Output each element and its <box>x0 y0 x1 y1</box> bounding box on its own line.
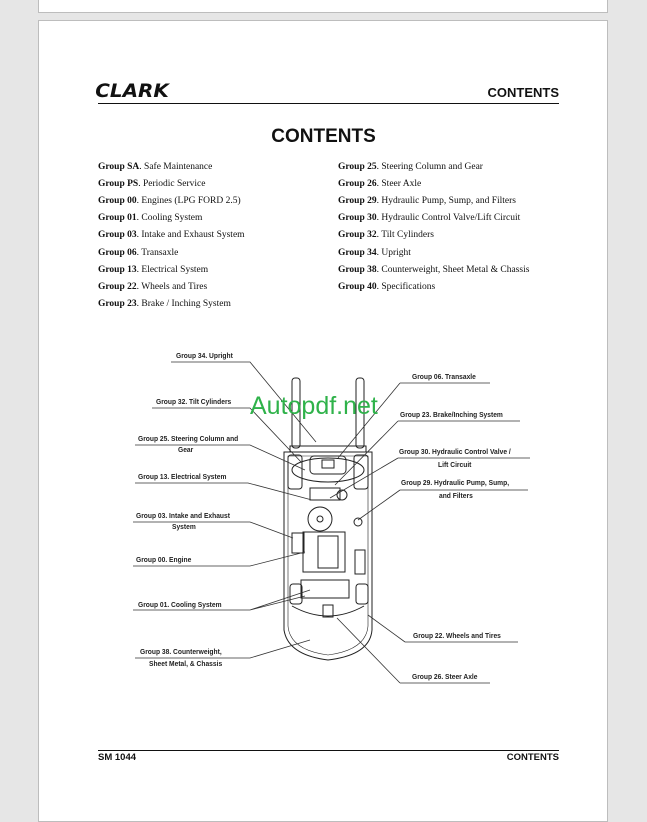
toc-group-title: . Periodic Service <box>138 179 206 190</box>
toc-entry[interactable]: Group 25. Steering Column and Gear <box>338 162 483 172</box>
toc-group-title: . Specifications <box>376 281 436 292</box>
toc-group-title: . Engines (LPG FORD 2.5) <box>136 196 241 207</box>
header-section-title: CONTENTS <box>487 85 560 100</box>
toc-entry[interactable]: Group SA. Safe Maintenance <box>98 162 212 172</box>
toc-group-number: Group SA <box>98 162 140 172</box>
toc-entry[interactable]: Group 29. Hydraulic Pump, Sump, and Filt… <box>338 196 516 206</box>
toc-group-title: . Steering Column and Gear <box>376 162 483 172</box>
label-steer-axle: Group 26. Steer Axle <box>412 672 478 681</box>
toc-group-number: Group 13 <box>98 264 137 275</box>
label-cooling: Group 01. Cooling System <box>138 600 222 609</box>
footer-section: CONTENTS <box>506 752 559 763</box>
watermark: Autopdf.net <box>250 392 378 420</box>
label-engine: Group 00. Engine <box>136 555 192 564</box>
toc-entry[interactable]: Group 23. Brake / Inching System <box>98 299 231 309</box>
toc-entry[interactable]: Group 32. Tilt Cylinders <box>338 230 434 240</box>
toc-group-number: Group 00 <box>98 196 137 207</box>
footer-rule <box>98 750 559 751</box>
label-wheels: Group 22. Wheels and Tires <box>413 631 501 640</box>
toc-entry[interactable]: Group 22. Wheels and Tires <box>98 282 207 292</box>
footer-manual-number: SM 1044 <box>98 752 137 763</box>
toc-group-number: Group 25 <box>338 162 377 172</box>
toc-group-number: Group 34 <box>338 247 377 258</box>
toc-group-title: . Counterweight, Sheet Metal & Chassis <box>376 264 530 275</box>
label-steering-column-line2: Gear <box>178 445 194 454</box>
toc-group-number: Group 06 <box>98 247 137 258</box>
toc-group-title: . Cooling System <box>136 213 203 224</box>
toc-group-number: Group 26 <box>338 179 377 190</box>
label-counterweight-line2: Sheet Metal, & Chassis <box>149 659 223 668</box>
steer-axle-hub <box>322 604 334 618</box>
toc-entry[interactable]: Group 01. Cooling System <box>98 213 202 223</box>
label-steering-column: Group 25. Steering Column and <box>138 434 239 443</box>
label-hydraulic-pump-line2: and Filters <box>439 491 473 500</box>
label-hydraulic-pump: Group 29. Hydraulic Pump, Sump, <box>401 478 510 487</box>
previous-page-edge <box>38 0 608 13</box>
toc-group-number: Group 29 <box>338 196 377 207</box>
page-title: CONTENTS <box>271 126 376 147</box>
toc-entry[interactable]: Group 30. Hydraulic Control Valve/Lift C… <box>338 213 520 223</box>
label-electrical: Group 13. Electrical System <box>138 472 227 481</box>
toc-group-number: Group 30 <box>338 213 377 224</box>
radiator <box>300 579 350 599</box>
toc-entry[interactable]: Group 40. Specifications <box>338 282 435 292</box>
toc-group-title: . Hydraulic Control Valve/Lift Circuit <box>376 213 521 224</box>
toc-group-number: Group 03 <box>98 230 137 241</box>
engine-block <box>302 531 346 573</box>
label-brake: Group 23. Brake/Inching System <box>400 410 503 419</box>
toc-entry[interactable]: Group 26. Steer Axle <box>338 179 421 189</box>
toc-group-number: Group 22 <box>98 281 137 292</box>
toc-group-title: . Hydraulic Pump, Sump, and Filters <box>376 196 516 207</box>
toc-entry[interactable]: Group 38. Counterweight, Sheet Metal & C… <box>338 265 529 275</box>
toc-entry[interactable]: Group PS. Periodic Service <box>98 179 206 189</box>
toc-group-title: . Intake and Exhaust System <box>136 230 245 241</box>
cowl <box>291 457 365 483</box>
toc-entry[interactable]: Group 00. Engines (LPG FORD 2.5) <box>98 196 241 206</box>
label-control-valve-line2: Lift Circuit <box>438 460 472 469</box>
chassis-outline <box>283 451 373 661</box>
front-wheel-right <box>353 454 369 490</box>
label-counterweight: Group 38. Counterweight, <box>140 647 222 656</box>
toc-entry[interactable]: Group 06. Transaxle <box>98 248 178 258</box>
toc-group-number: Group 38 <box>338 264 377 275</box>
front-wheel-left <box>287 454 303 490</box>
toc-group-number: Group PS <box>98 179 139 190</box>
clark-logo: CLARK <box>95 80 169 102</box>
steering-wheel <box>307 506 333 532</box>
mast-right <box>355 377 365 449</box>
label-intake-exhaust: Group 03. Intake and Exhaust <box>136 511 230 520</box>
label-tilt-cylinders: Group 32. Tilt Cylinders <box>156 397 232 406</box>
toc-group-number: Group 40 <box>338 281 377 292</box>
leader-lines <box>133 361 530 684</box>
toc-group-title: . Wheels and Tires <box>136 281 208 292</box>
toc-entry[interactable]: Group 13. Electrical System <box>98 265 208 275</box>
toc-group-title: . Steer Axle <box>376 179 422 190</box>
label-upright: Group 34. Upright <box>176 351 233 360</box>
toc-group-number: Group 01 <box>98 213 137 224</box>
hydraulic-filter <box>353 517 363 527</box>
toc-group-number: Group 32 <box>338 230 377 241</box>
toc-group-title: . Tilt Cylinders <box>376 230 434 241</box>
toc-group-title: . Safe Maintenance <box>139 162 213 172</box>
toc-group-title: . Brake / Inching System <box>136 298 231 309</box>
label-transaxle: Group 06. Transaxle <box>412 372 476 381</box>
label-intake-exhaust-line2: System <box>172 522 196 531</box>
toc-group-number: Group 23 <box>98 298 137 309</box>
toc-entry[interactable]: Group 34. Upright <box>338 248 411 258</box>
air-cleaner <box>291 532 305 554</box>
toc-entry[interactable]: Group 03. Intake and Exhaust System <box>98 230 245 240</box>
toc-group-title: . Transaxle <box>136 247 179 258</box>
toc-group-title: . Electrical System <box>136 264 209 275</box>
label-control-valve: Group 30. Hydraulic Control Valve / <box>399 447 511 456</box>
carriage <box>289 445 367 453</box>
header-rule <box>98 103 559 104</box>
toc-group-title: . Upright <box>376 247 411 258</box>
